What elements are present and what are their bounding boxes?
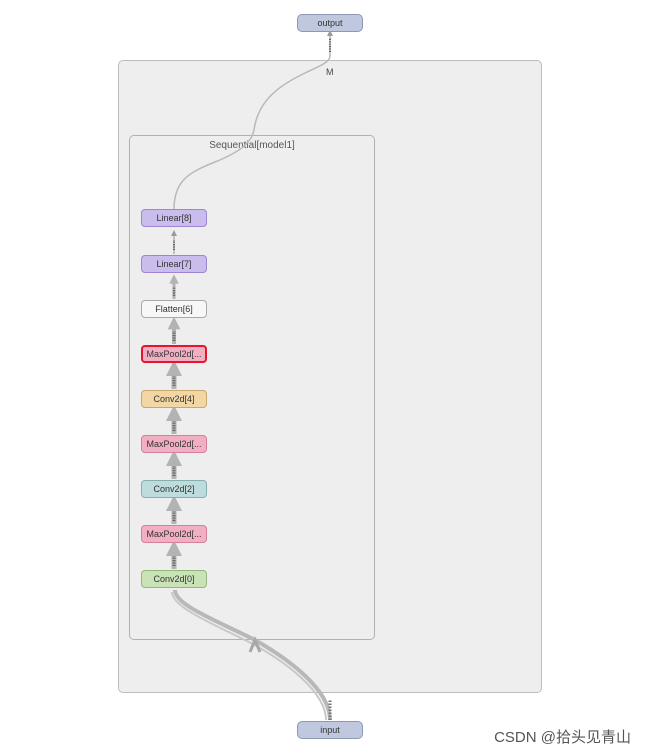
- node-maxpool5-selected[interactable]: MaxPool2d[...: [141, 345, 207, 363]
- node-conv4[interactable]: Conv2d[4]: [141, 390, 207, 408]
- node-linear8[interactable]: Linear[8]: [141, 209, 207, 227]
- node-flatten6[interactable]: Flatten[6]: [141, 300, 207, 318]
- node-conv2[interactable]: Conv2d[2]: [141, 480, 207, 498]
- edge-linear8-output: [173, 55, 331, 210]
- edge-input-conv0: [173, 589, 332, 721]
- watermark-text: CSDN @拾头见青山: [494, 729, 631, 746]
- output-node[interactable]: output: [297, 14, 363, 32]
- node-linear7[interactable]: Linear[7]: [141, 255, 207, 273]
- node-maxpool3[interactable]: MaxPool2d[...: [141, 435, 207, 453]
- edge-input-conv0-b: [171, 591, 327, 721]
- inner-group-label: Sequential[model1]: [209, 140, 295, 151]
- node-conv0[interactable]: Conv2d[0]: [141, 570, 207, 588]
- node-maxpool1[interactable]: MaxPool2d[...: [141, 525, 207, 543]
- outer-group-label: M: [326, 67, 334, 77]
- input-node[interactable]: input: [297, 721, 363, 739]
